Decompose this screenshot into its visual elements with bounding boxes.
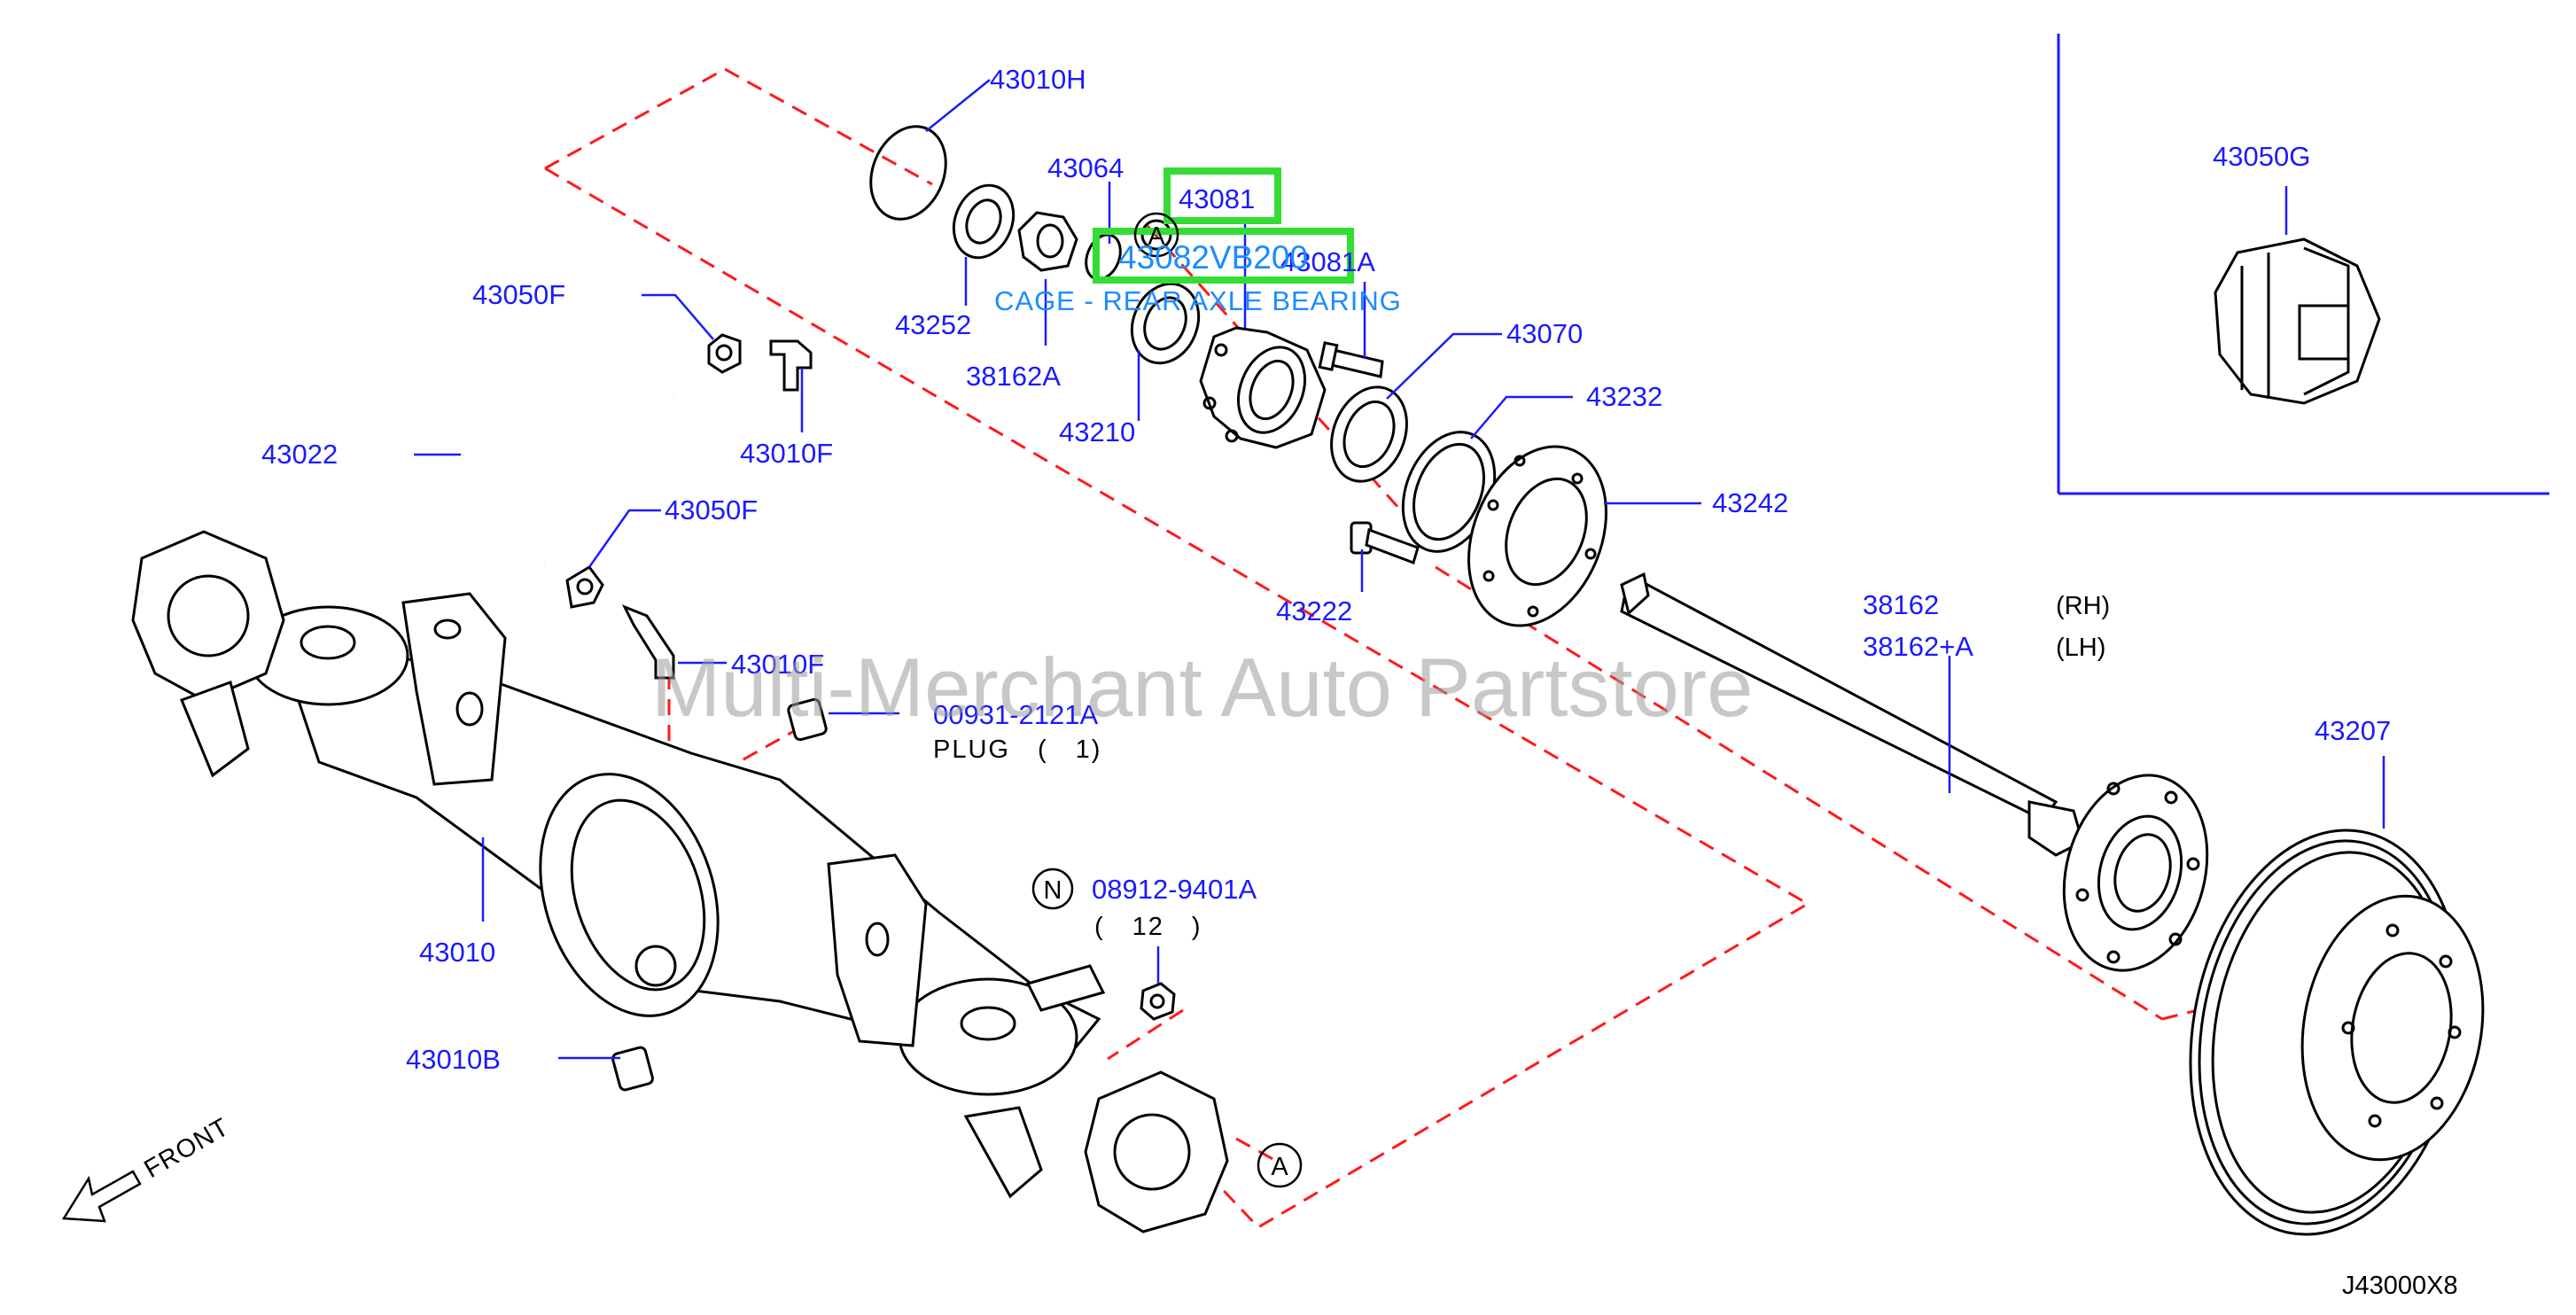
label-43050g[interactable]: 43050G [2213,141,2310,172]
label-rh: (RH) [2056,592,2110,620]
label-43010f-top[interactable]: 43010F [740,438,833,469]
hose-43022[interactable] [449,385,678,572]
nut-38162a[interactable] [1017,211,1078,272]
label-43210[interactable]: 43210 [1059,416,1135,447]
drain-plug-43010b[interactable] [611,1046,654,1092]
label-43222[interactable]: 43222 [1276,595,1352,626]
clip-43050f-top[interactable] [707,333,742,374]
bearing-43252[interactable] [944,176,1024,267]
inset-frame [2057,34,2549,495]
seal-43070[interactable] [1318,376,1420,493]
bolt-43081a[interactable] [1318,341,1384,378]
label-43050f-top[interactable]: 43050F [472,279,565,310]
clip-43050f-mid[interactable] [565,565,604,609]
label-00931-2121a[interactable]: 00931-2121A [933,699,1098,730]
label-38162-a[interactable]: 38162+A [1863,631,1973,662]
connector-43010f-mid[interactable] [621,604,675,680]
highlight-box-part-number [1163,167,1281,224]
bolt-43222[interactable] [1350,521,1420,564]
diagram-code: J43000X8 [2342,1272,2458,1300]
label-43022[interactable]: 43022 [261,439,338,470]
highlight-description: CAGE - REAR AXLE BEARING [994,285,1402,316]
highlight-box-catalog-number [1093,228,1354,284]
plate-43242[interactable] [1444,426,1631,647]
label-38162[interactable]: 38162 [1863,589,1939,620]
connector-43010f-top[interactable] [769,339,813,392]
bearing-cage-43081[interactable] [1199,326,1327,449]
svg-text:N: N [1044,876,1062,905]
nut-08912-9401a[interactable] [1140,982,1176,1021]
label-43010f-mid[interactable]: 43010F [731,649,824,680]
label-43081a[interactable]: 43081A [1280,246,1375,277]
label-qty-12: ( 12 ) [1094,913,1202,941]
front-label: FRONT [140,1113,235,1184]
label-43207[interactable]: 43207 [2315,715,2391,746]
highlight-catalog-number[interactable]: 43082VB200 [1118,239,1308,276]
label-43050f-mid[interactable]: 43050F [665,494,758,525]
svg-text:A: A [1271,1153,1288,1181]
label-43010[interactable]: 43010 [419,937,495,968]
label-43081[interactable]: 43081 [1179,183,1255,214]
gasket-43232[interactable] [1386,418,1511,565]
label-08912-9401a[interactable]: 08912-9401A [1092,874,1257,905]
reference-a-top: A [1133,212,1179,258]
plug-00931-2121a[interactable] [787,697,828,742]
label-43064[interactable]: 43064 [1047,152,1124,183]
axle-shaft-38162[interactable] [1620,572,2228,986]
label-plug-qty: PLUG ( 1) [933,735,1101,764]
front-arrow-icon [61,1170,142,1223]
label-43010h[interactable]: 43010H [990,64,1086,95]
reference-a-bottom: A [1257,1142,1303,1188]
axle-housing-43010[interactable] [131,530,1229,1233]
reference-n: N [1031,868,1074,910]
brake-drum-43207[interactable] [2160,808,2502,1256]
label-38162a[interactable]: 38162A [966,361,1061,392]
o-ring-43010h[interactable] [858,115,960,230]
svg-text:A: A [1148,222,1165,251]
label-43252[interactable]: 43252 [895,309,971,340]
label-43010b[interactable]: 43010B [406,1044,501,1075]
label-43232[interactable]: 43232 [1586,381,1662,412]
leader-lines [414,79,2385,1060]
label-43070[interactable]: 43070 [1506,318,1583,349]
bearing-43210[interactable] [1120,274,1210,373]
insert-43050g[interactable] [2214,237,2381,405]
label-43242[interactable]: 43242 [1712,487,1788,518]
label-lh: (LH) [2056,634,2105,662]
watermark: Multi-Merchant Auto Partstore [651,641,1753,734]
